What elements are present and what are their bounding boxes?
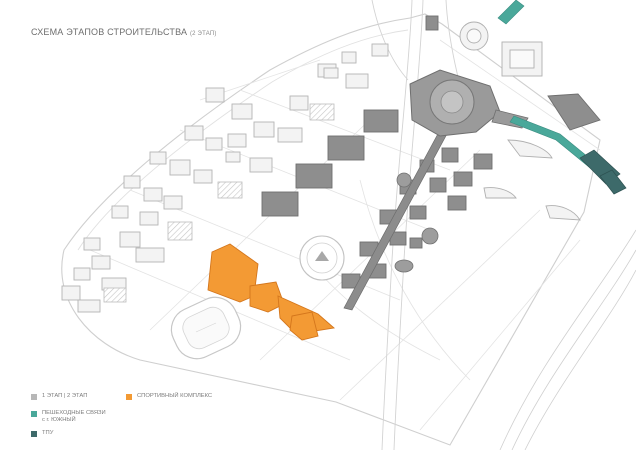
- legend-swatch-tpu: [31, 431, 37, 437]
- legend-swatch-stages: [31, 394, 37, 400]
- legend-label-pedestrian-sub: с г. ЮЖНЫЙ: [42, 417, 76, 423]
- stadium: [170, 296, 242, 360]
- scheme-title-text: СХЕМА ЭТАПОВ СТРОИТЕЛЬСТВА: [31, 27, 188, 37]
- scheme-title: СХЕМА ЭТАПОВ СТРОИТЕЛЬСТВА (2 ЭТАП): [31, 27, 217, 37]
- hatched-blocks: [103, 103, 335, 303]
- legend-label-pedestrian: ПЕШЕХОДНЫЕ СВЯЗИ: [42, 410, 106, 416]
- rail-lines: [499, 229, 636, 450]
- legend-swatch-sports: [126, 394, 132, 400]
- legend-label-tpu: ТПУ: [42, 430, 54, 436]
- legend-label-stages: 1 ЭТАП | 2 ЭТАП: [42, 393, 88, 399]
- scheme-title-stage: (2 ЭТАП): [189, 31, 217, 37]
- sports-complex: [207, 243, 336, 341]
- residential-buildings-stage-1: [61, 43, 389, 313]
- north-east-buildings: [425, 15, 601, 221]
- round-plaza: [299, 235, 345, 281]
- tpu-hub: [579, 149, 627, 195]
- rotunda-buildings: [394, 172, 439, 273]
- legend-label-sports: СПОРТИВНЫЙ КОМПЛЕКС: [137, 393, 213, 399]
- legend-swatch-pedestrian: [31, 411, 37, 417]
